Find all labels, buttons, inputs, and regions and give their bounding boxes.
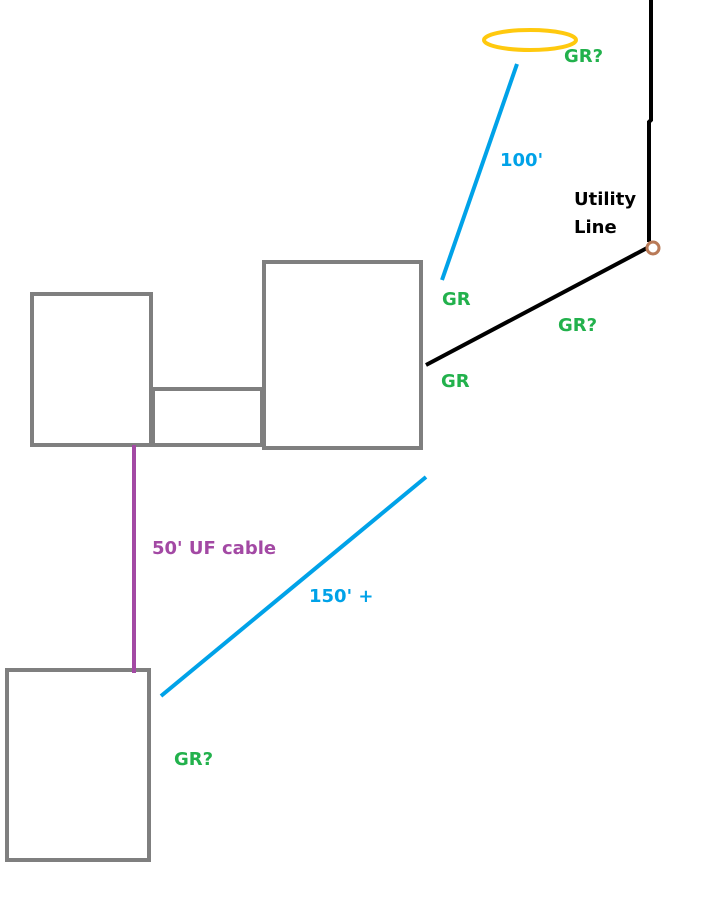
label-150ft: 150' +: [309, 586, 374, 607]
utility-pole-icon: [645, 240, 661, 256]
label-gr-utility: GR?: [558, 315, 598, 336]
building-main: [262, 260, 423, 450]
run-150-line: [159, 475, 428, 698]
building-outbuilding: [5, 668, 151, 862]
label-gr-well: GR?: [564, 46, 604, 67]
utility-pole-line: [647, 0, 653, 242]
label-uf-cable: 50' UF cable: [152, 538, 277, 559]
well-ellipse: [482, 28, 578, 52]
label-line: Line: [574, 217, 617, 238]
label-gr-main-side: GR: [441, 371, 470, 392]
label-utility: Utility: [574, 189, 637, 210]
building-left: [30, 292, 153, 447]
building-connector: [151, 387, 264, 447]
service-drop-line: [425, 246, 648, 367]
label-100ft: 100': [500, 150, 544, 171]
label-gr-main-top: GR: [442, 289, 471, 310]
run-100-line: [440, 63, 519, 281]
label-gr-outbuilding: GR?: [174, 749, 214, 770]
